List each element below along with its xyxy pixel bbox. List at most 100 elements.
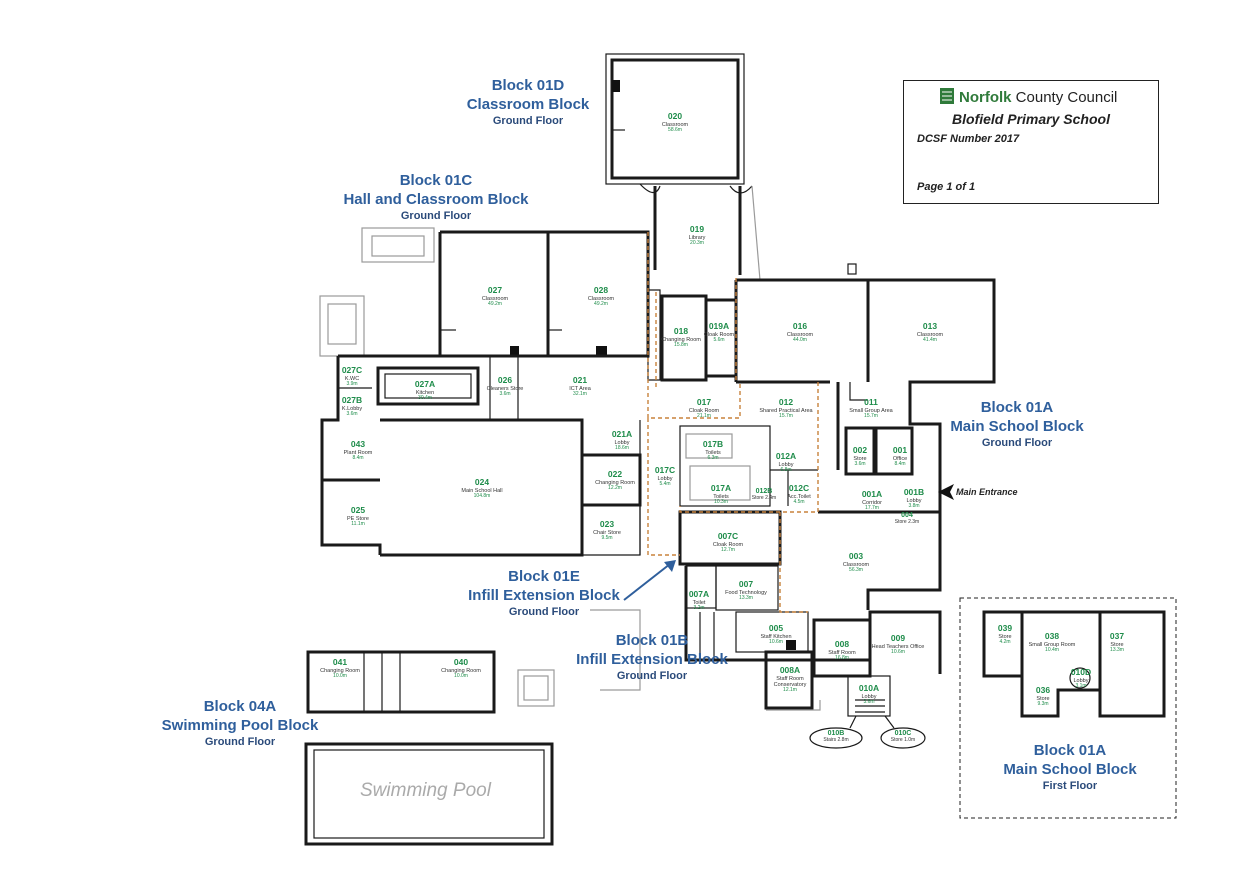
room-name: Toilet — [692, 599, 706, 606]
room-info: Store 2.4m — [751, 494, 777, 501]
central-walls — [647, 289, 818, 507]
room-number: 025 — [350, 505, 366, 515]
room-area: 12.7m — [721, 547, 735, 554]
hall-walls — [320, 354, 648, 557]
room-name: Changing Room — [320, 667, 360, 674]
room-name: Cloak Room — [688, 407, 720, 414]
room-area: 6.3m — [707, 455, 719, 462]
room-area: 5.4m — [659, 481, 671, 488]
stairs-callout — [809, 727, 863, 749]
library-walls — [639, 183, 761, 281]
room-number: 010D — [1070, 667, 1092, 677]
room-area: 10.4m — [1045, 647, 1059, 654]
room-number: 017 — [696, 397, 712, 407]
room-area: 8.4m — [894, 461, 906, 468]
room-area: 6.8m — [780, 467, 792, 474]
room-number: 043 — [350, 439, 366, 449]
room-name: Changing Room — [595, 479, 635, 486]
room-name: Classroom — [587, 295, 615, 302]
room-area: 10.0m — [454, 673, 468, 680]
room-name: Acc.Toilet — [787, 493, 811, 500]
room-number: 004 — [901, 512, 913, 519]
room-name: Small Group Area — [849, 407, 893, 414]
room-name: Classroom — [481, 295, 509, 302]
block-subtitle: Hall and Classroom Block — [343, 190, 529, 208]
block-title: Block 01B — [615, 632, 689, 649]
block-01a-ground-walls — [734, 263, 996, 610]
room-area: 9.3m — [1037, 701, 1049, 708]
room-name: Head Teachers Office — [871, 643, 925, 650]
room-area: 3.6m — [854, 461, 866, 468]
room-name: Classroom — [916, 331, 944, 338]
main-entrance-label: Main Entrance — [956, 487, 1018, 497]
room-name: Staff Room — [828, 649, 856, 656]
room-name: PE Store — [346, 515, 369, 522]
room-area: 10.0m — [333, 673, 347, 680]
room-number: 016 — [792, 321, 808, 331]
arrows — [623, 484, 954, 601]
room-name: Kitchen — [415, 389, 435, 396]
room-number: 027 — [487, 285, 503, 295]
room-number: 021A — [611, 429, 633, 439]
room-name: Lobby — [1073, 677, 1089, 684]
room-area: 104.8m — [473, 493, 491, 500]
room-name: Cloak Room — [712, 541, 744, 548]
room-area: 56.3m — [849, 567, 863, 574]
page-number: Page 1 of 1 — [917, 181, 976, 193]
room-area: 41.4m — [923, 337, 937, 344]
room-info: Store 2.3m — [894, 518, 920, 525]
room-name: Lobby — [906, 497, 922, 504]
room-number: 023 — [599, 519, 615, 529]
room-area: 18.6m — [615, 445, 629, 452]
block-title: Block 01A — [1033, 742, 1107, 759]
room-name: Cleaners Store — [486, 385, 524, 392]
block-title: Block 01D — [491, 77, 565, 94]
room-area: 49.2m — [488, 301, 502, 308]
room-number: 010B — [827, 730, 845, 737]
room-area: 3.8m — [908, 503, 920, 510]
store-callout — [880, 727, 926, 749]
room-number: 002 — [852, 445, 868, 455]
room-area: 15.7m — [864, 413, 878, 420]
block-floor: Ground Floor — [981, 436, 1053, 449]
org-name-bold: Norfolk — [959, 89, 1012, 106]
block-subtitle: Swimming Pool Block — [161, 716, 319, 734]
room-name: Classroom — [661, 121, 689, 128]
dcsf-number: DCSF Number 2017 — [917, 133, 1020, 145]
norfolk-logo-icon — [940, 88, 954, 104]
org-name-rest: County Council — [1015, 89, 1118, 106]
block-floor: Ground Floor — [492, 114, 564, 127]
room-area: 4.2m — [999, 639, 1011, 646]
block-04a-walls — [304, 650, 554, 846]
room-area: 12.1m — [783, 687, 797, 694]
block-floor: Ground Floor — [204, 735, 276, 748]
